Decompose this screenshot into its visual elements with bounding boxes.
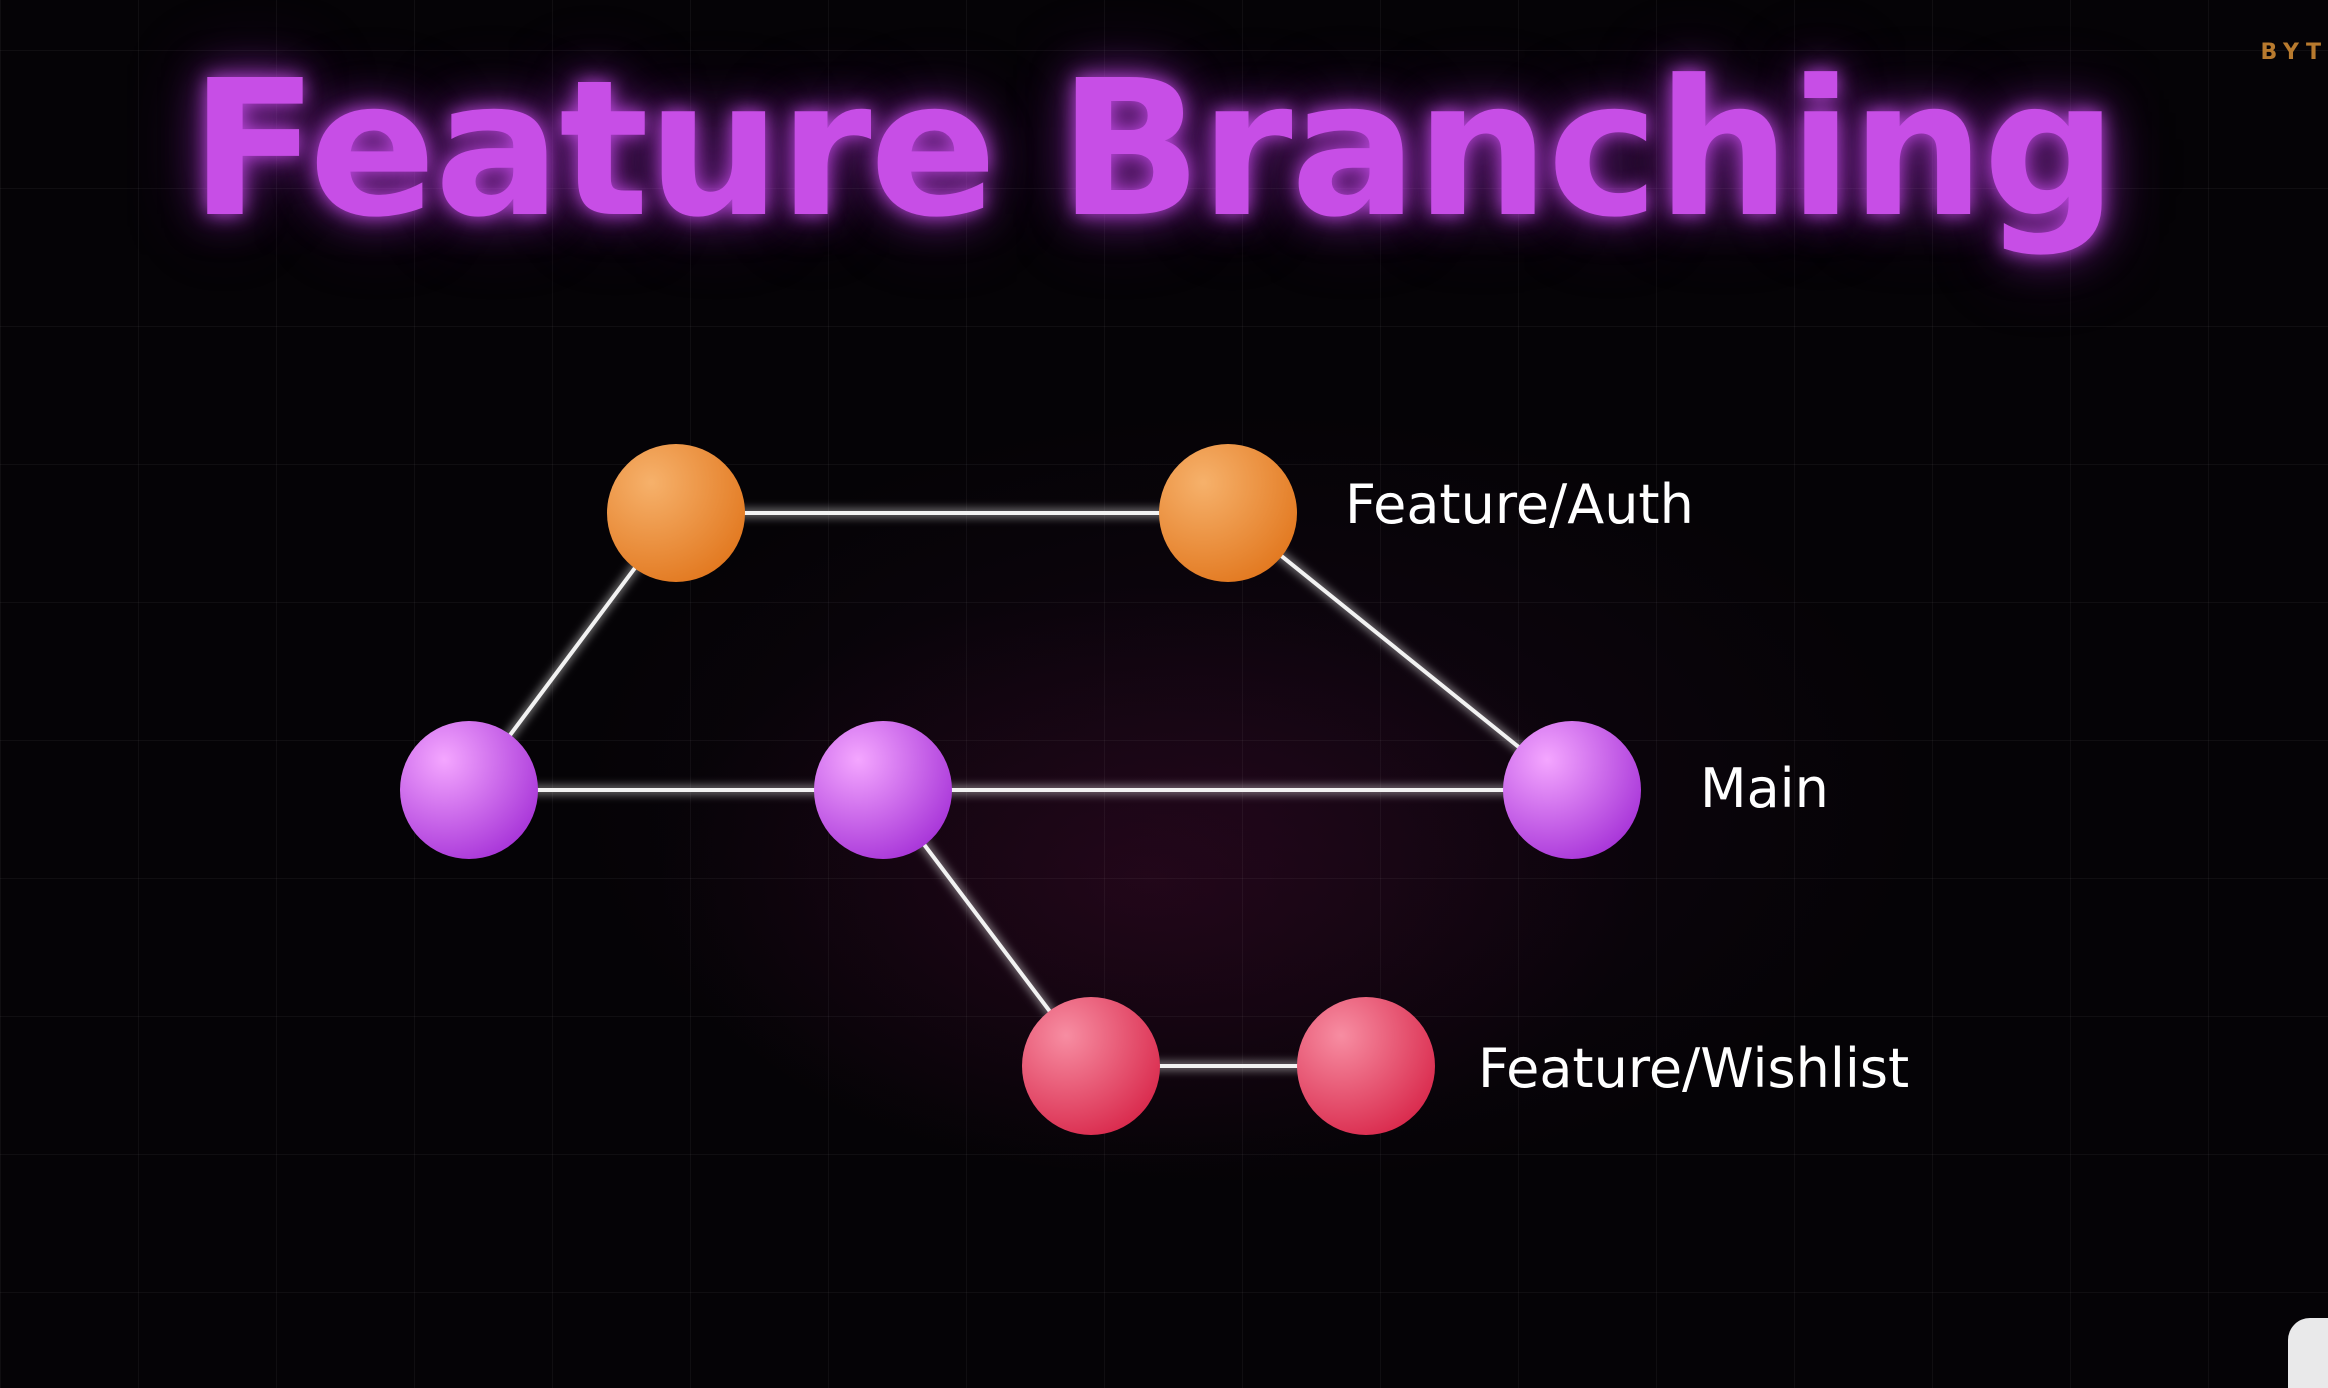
slide-title: Feature Branching: [190, 40, 2117, 259]
commit-node-wishlist-1: [1022, 997, 1160, 1135]
commit-node-wishlist-2: [1297, 997, 1435, 1135]
branch-label-feature-wishlist: Feature/Wishlist: [1478, 1037, 1909, 1100]
commit-node-main-1: [400, 721, 538, 859]
connector-auth-merge-main: [1226, 511, 1574, 792]
commit-node-auth-2: [1159, 444, 1297, 582]
corner-overlay-fragment: [2288, 1318, 2328, 1388]
commit-node-auth-1: [607, 444, 745, 582]
commit-node-main-3: [1503, 721, 1641, 859]
branch-label-feature-auth: Feature/Auth: [1345, 473, 1694, 536]
commit-node-main-2: [814, 721, 952, 859]
branch-label-main: Main: [1700, 757, 1829, 820]
brand-watermark: BYT: [2260, 40, 2328, 65]
